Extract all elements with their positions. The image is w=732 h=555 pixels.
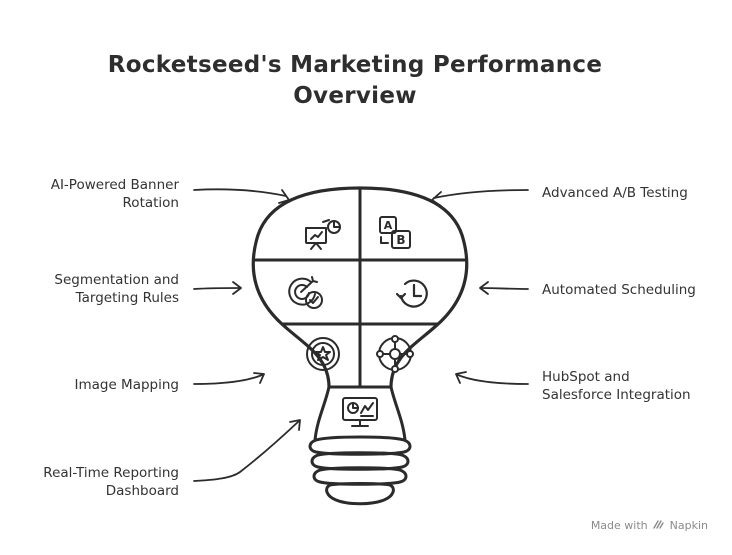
- label-line: Rotation: [122, 195, 179, 211]
- label-line: HubSpot and: [542, 369, 630, 385]
- label-line: Image Mapping: [74, 377, 179, 393]
- svg-text:A: A: [384, 219, 393, 232]
- page-title-line: Rocketseed's Marketing Performance: [107, 52, 603, 78]
- label-segmentation: Segmentation and Targeting Rules: [54, 271, 179, 307]
- ab-test-icon: A B: [379, 216, 411, 249]
- arrow-scheduling-head: [479, 281, 489, 295]
- bulb-neck: [313, 385, 407, 442]
- footer-brand: Napkin: [669, 519, 708, 532]
- arrow-ab-testing-head: [431, 191, 442, 207]
- svg-text:B: B: [396, 233, 405, 247]
- arrow-hubspot: [457, 374, 529, 385]
- arrow-image-mapping: [193, 374, 263, 385]
- arrow-ai-banner-head: [278, 189, 290, 204]
- arrow-hubspot-head: [455, 371, 467, 384]
- bulb-base: [308, 435, 412, 506]
- label-image-mapping: Image Mapping: [74, 376, 179, 394]
- monitor-dashboard-icon: [342, 397, 378, 427]
- star-badge-icon: [306, 337, 340, 371]
- clock-history-icon: [395, 279, 428, 308]
- arrow-scheduling: [480, 287, 529, 290]
- label-line: Segmentation and: [54, 272, 179, 288]
- arrow-segmentation-head: [232, 281, 242, 295]
- hub-network-icon: [376, 335, 414, 373]
- label-reporting: Real-Time Reporting Dashboard: [43, 464, 179, 500]
- label-scheduling: Automated Scheduling: [542, 281, 696, 299]
- label-line: AI-Powered Banner: [50, 177, 179, 193]
- arrow-ai-banner: [193, 188, 287, 197]
- label-line: Automated Scheduling: [542, 282, 696, 298]
- label-line: Salesforce Integration: [542, 387, 691, 403]
- arrow-image-mapping-head: [253, 372, 265, 384]
- label-hubspot: HubSpot and Salesforce Integration: [542, 368, 691, 404]
- label-ab-testing: Advanced A/B Testing: [542, 184, 688, 202]
- label-line: Targeting Rules: [75, 290, 179, 306]
- page-title-line: Overview: [293, 83, 417, 109]
- target-check-icon: [288, 276, 323, 309]
- label-ai-banner-rotation: AI-Powered Banner Rotation: [51, 176, 179, 212]
- arrow-segmentation: [193, 287, 241, 290]
- label-line: Dashboard: [105, 483, 179, 499]
- label-line: Advanced A/B Testing: [542, 185, 688, 201]
- napkin-logo-icon: [653, 520, 664, 529]
- arrow-reporting-head: [289, 419, 301, 431]
- footer-text: Made with: [590, 519, 648, 532]
- footer-made-with: Made with Napkin: [591, 519, 708, 532]
- presentation-chart-icon: [305, 219, 341, 250]
- arrow-reporting: [193, 420, 300, 482]
- label-line: Real-Time Reporting: [43, 465, 179, 481]
- arrow-ab-testing: [433, 189, 529, 199]
